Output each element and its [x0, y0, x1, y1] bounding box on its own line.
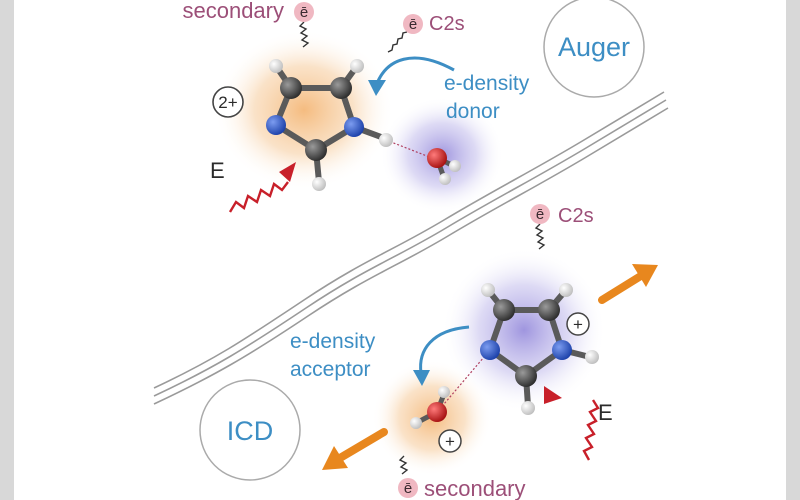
electron-icon-top-c2s [403, 14, 423, 34]
energy-arrow-head-bottom [544, 386, 562, 404]
e-density-acceptor-label: e-density [290, 330, 376, 353]
electron-icon-top-secondary [294, 2, 314, 22]
acceptor-label: acceptor [290, 358, 371, 381]
energy-photon-arrow-bottom [582, 399, 600, 461]
charge-plus-circle-imidazole [566, 312, 590, 336]
separator-wave-lines [153, 91, 669, 405]
electron-symbol: ē [300, 4, 308, 21]
e-density-donor-label: e-density [444, 72, 530, 95]
secondary-label-top: secondary [182, 0, 284, 23]
fragment-arrow-head-imidazole [632, 264, 658, 287]
electron-symbol: ē [404, 480, 412, 497]
fragment-arrow-head-water [322, 446, 348, 470]
electron-icon-bottom-c2s [530, 204, 550, 224]
charge-plus-label-imidazole: + [573, 315, 583, 334]
c2s-label-top: C2s [429, 13, 465, 35]
fragment-arrow-imidazole [598, 270, 648, 304]
donor-label: donor [446, 100, 500, 123]
secondary-label-bottom: secondary [424, 476, 526, 500]
charge-2plus-circle [212, 86, 244, 118]
electron-symbol: ē [409, 16, 417, 33]
donor-arrow-head [368, 80, 386, 96]
charge-plus-label-water: + [445, 432, 455, 451]
water-molecule-bottom [410, 386, 450, 429]
electron-symbol: ē [536, 206, 544, 223]
auger-circle [543, 0, 645, 98]
energy-label-bottom: E [598, 400, 613, 425]
orange-charge-glow-top [214, 30, 394, 190]
secondary-electron-trail-bottom [398, 455, 409, 475]
icd-circle [199, 379, 301, 481]
water-molecule-top [427, 148, 461, 185]
c2s-electron-trail-bottom [534, 223, 546, 250]
acceptor-arrow-head [413, 370, 430, 386]
imidazole-molecule-bottom [443, 283, 599, 415]
auger-label: Auger [558, 32, 630, 62]
acceptor-flow-arrow [419, 325, 470, 374]
diagram-canvas: 2+ ē secondary ē C2s Auger e-density don… [153, 0, 669, 500]
energy-photon-arrow-top [228, 181, 289, 213]
icd-label: ICD [227, 416, 274, 446]
imidazole-molecule-top [266, 59, 433, 191]
figure-panel: 2+ ē secondary ē C2s Auger e-density don… [14, 0, 786, 500]
secondary-electron-trail-top [298, 21, 310, 48]
c2s-electron-trail-top [387, 31, 408, 53]
fragment-arrow-water [336, 428, 388, 462]
donor-flow-arrow [374, 56, 455, 87]
charge-plus-circle-water [438, 429, 462, 453]
c2s-label-bottom: C2s [558, 205, 594, 227]
energy-label-top: E [210, 158, 225, 183]
energy-arrow-head-top [279, 162, 296, 182]
electron-icon-bottom-secondary [398, 478, 418, 498]
charge-2plus-label: 2+ [218, 93, 237, 112]
